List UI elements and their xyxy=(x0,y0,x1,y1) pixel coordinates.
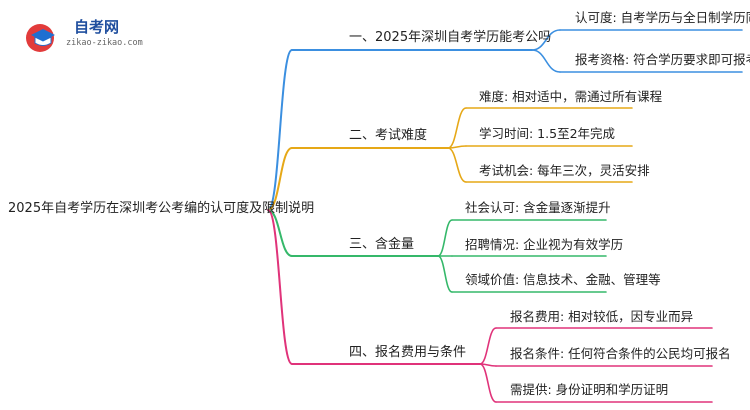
branch-1-connector xyxy=(267,49,293,211)
branch-3-leaf-1-connector xyxy=(437,219,453,257)
branch-4-leaf-1-connector xyxy=(479,327,497,365)
branch-2-leaf-3-connector xyxy=(447,147,467,183)
branch-3-leaf-2: 招聘情况: 企业视为有效学历 xyxy=(465,237,624,252)
branch-2-label: 二、考试难度 xyxy=(349,128,428,143)
branch-4-leaf-3-connector xyxy=(479,363,497,403)
branch-2-leaf-1-connector xyxy=(447,107,467,149)
branch-3-leaf-3-connector xyxy=(437,255,453,293)
branch-1-leaf-1: 认可度: 自考学历与全日制学历同等 xyxy=(575,10,750,25)
branch-2-leaf-3: 考试机会: 每年三次，灵活安排 xyxy=(479,163,650,178)
branch-4-leaf-1: 报名费用: 相对较低，因专业而异 xyxy=(510,309,694,324)
branch-4-leaf-2: 报名条件: 任何符合条件的公民均可报名 xyxy=(510,346,731,361)
logo-url: zikao-zikao.com xyxy=(66,38,143,48)
branch-2-leaf-1: 难度: 相对适中，需通过所有课程 xyxy=(479,89,663,104)
branch-3-connector xyxy=(267,209,293,257)
branch-4-connector xyxy=(267,209,293,365)
branch-1-leaf-2: 报考资格: 符合学历要求即可报考 xyxy=(575,52,750,67)
branch-2-connector xyxy=(267,147,293,211)
branch-3-leaf-1: 社会认可: 含金量逐渐提升 xyxy=(465,200,611,215)
branch-4-label: 四、报名费用与条件 xyxy=(349,345,467,360)
branch-1-leaf-2-connector xyxy=(531,49,561,73)
branch-3-label: 三、含金量 xyxy=(349,237,415,252)
root-node: 2025年自考学历在深圳考公考编的认可度及限制说明 xyxy=(8,201,315,216)
graduation-cap-icon xyxy=(26,24,55,52)
branch-1-label: 一、2025年深圳自考学历能考公吗 xyxy=(349,30,552,45)
logo-title: 自考网 xyxy=(74,18,120,36)
branch-3-leaf-3: 领域价值: 信息技术、金融、管理等 xyxy=(465,272,661,287)
branch-2-leaf-2: 学习时间: 1.5至2年完成 xyxy=(479,126,616,141)
branch-4-leaf-3: 需提供: 身份证明和学历证明 xyxy=(510,382,669,397)
branch-1-leaf-1-connector xyxy=(531,29,561,51)
site-logo: 自考网 zikao-zikao.com xyxy=(22,16,143,56)
